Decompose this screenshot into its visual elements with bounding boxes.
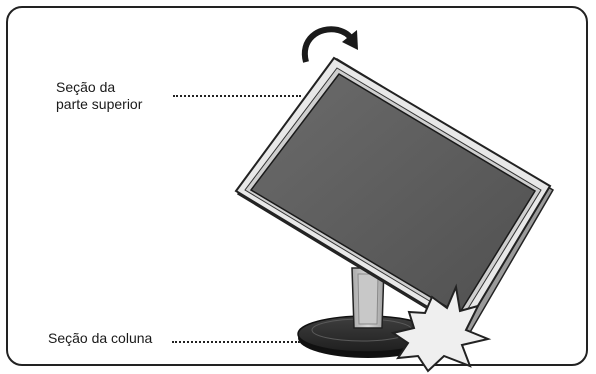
top-section-label: Seção da parte superior <box>56 79 142 113</box>
top-section-leader-line <box>173 95 301 97</box>
column-section-label: Seção da coluna <box>48 330 152 347</box>
monitor-head <box>236 58 553 334</box>
column-section-leader-line <box>172 341 300 343</box>
top-section-label-line1: Seção da <box>56 79 142 96</box>
top-section-label-line2: parte superior <box>56 96 142 113</box>
rotate-clockwise-arrow-icon <box>305 29 358 62</box>
